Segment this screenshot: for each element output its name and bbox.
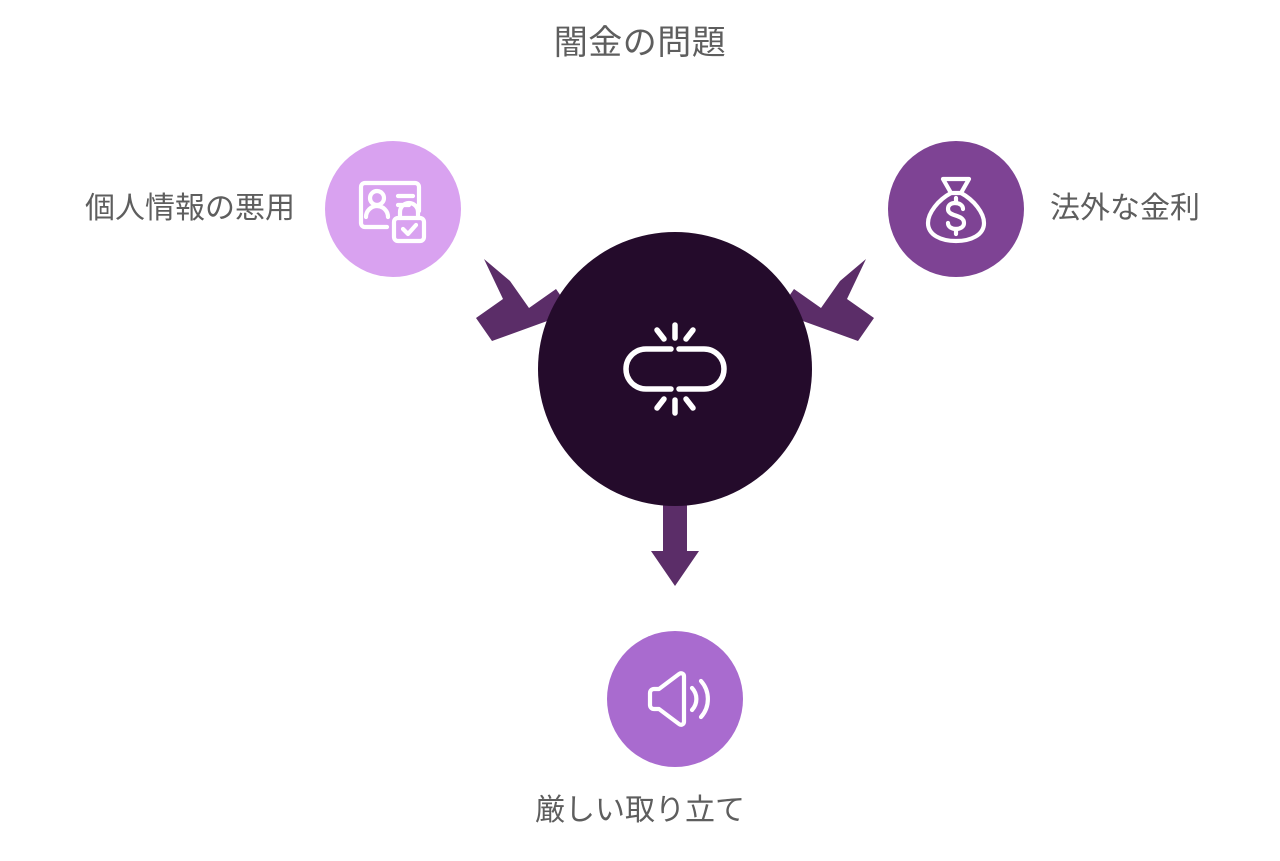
node-label-bottom: 厳しい取り立て	[535, 794, 745, 827]
broken-chain-link-icon	[623, 322, 727, 416]
id-card-lock-icon	[358, 180, 427, 244]
megaphone-icon	[647, 671, 710, 727]
node-exorbitant-interest[interactable]	[888, 141, 1024, 277]
node-label-right: 法外な金利	[1050, 192, 1200, 225]
page-title: 闇金の問題	[553, 24, 727, 62]
arrow-to-bottom-node	[651, 500, 699, 586]
money-bag-dollar-icon	[925, 176, 987, 244]
node-personal-info-misuse[interactable]	[325, 141, 461, 277]
node-label-left: 個人情報の悪用	[85, 192, 295, 225]
node-harsh-collection[interactable]	[607, 631, 743, 767]
center-node-broken-link[interactable]	[538, 232, 812, 506]
